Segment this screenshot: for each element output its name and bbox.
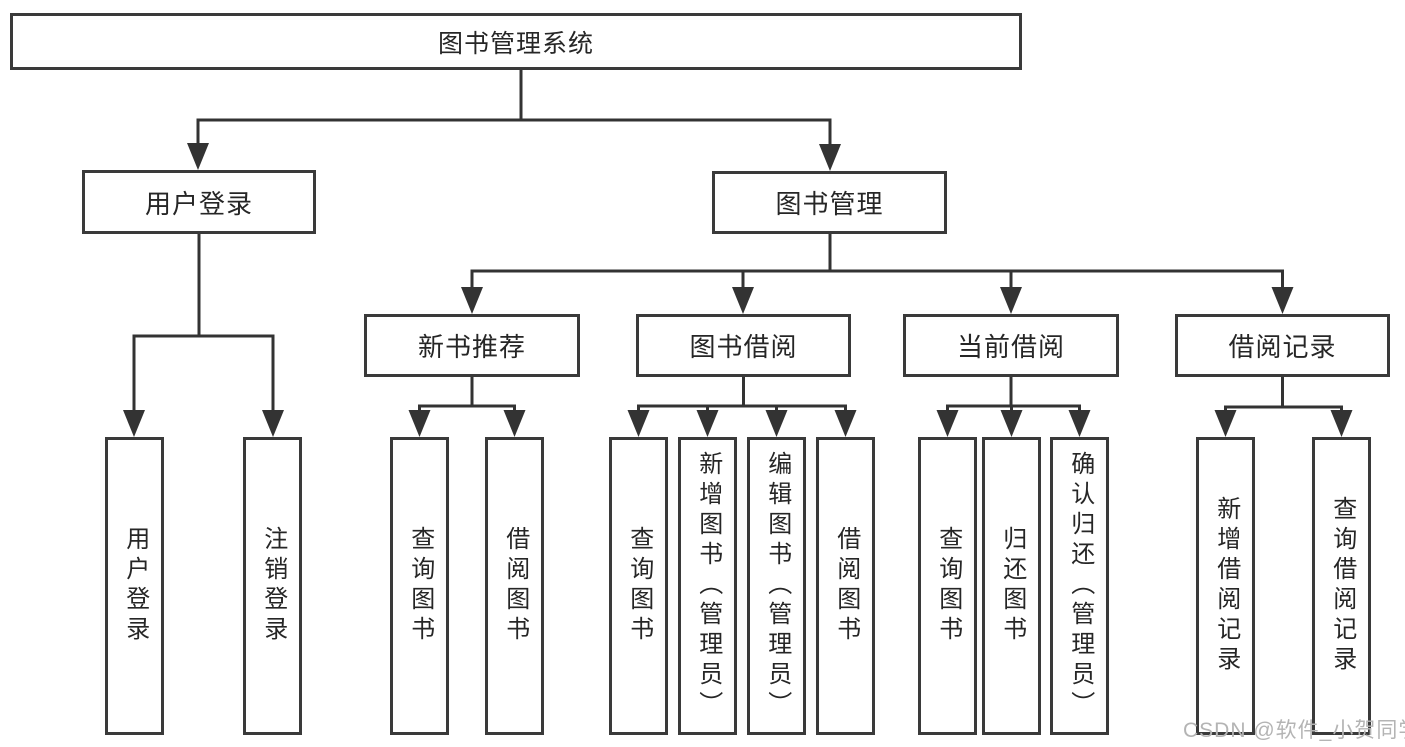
leaf-edit-books-admin-label: 编辑图书（管理员） (763, 451, 791, 721)
leaf-query-books-current: 查询图书 (918, 437, 977, 735)
watermark: CSDN @软件_小贺同学 (1183, 719, 1405, 742)
leaf-query-borrow-record: 查询借阅记录 (1312, 437, 1371, 735)
leaf-return-books: 归还图书 (982, 437, 1041, 735)
leaf-borrow-books-label: 借阅图书 (832, 526, 860, 646)
node-borrow-records-label: 借阅记录 (1228, 332, 1337, 362)
leaf-query-books-borrow-label: 查询图书 (625, 526, 653, 646)
connector-borrow-records-to-leaves (1214, 377, 1353, 437)
connector-root-to-level1 (187, 68, 841, 171)
leaf-logout-label: 注销登录 (259, 526, 287, 646)
leaf-add-books-admin-label: 新增图书（管理员） (694, 451, 722, 721)
connector-new-book-to-leaves (408, 377, 526, 437)
leaf-add-borrow-record: 新增借阅记录 (1196, 437, 1255, 735)
node-book-borrow-label: 图书借阅 (689, 332, 798, 362)
node-new-book-recommend-label: 新书推荐 (417, 332, 526, 362)
node-user-login: 用户登录 (82, 170, 316, 234)
connector-book-mgmt-to-level2 (461, 234, 1294, 314)
connector-book-borrow-to-leaves (627, 377, 857, 437)
connector-user-login-to-leaves (123, 234, 284, 437)
connector-current-borrow-to-leaves (936, 377, 1091, 437)
node-book-management: 图书管理 (712, 171, 947, 234)
leaf-query-books-borrow: 查询图书 (609, 437, 668, 735)
leaf-add-books-admin: 新增图书（管理员） (678, 437, 737, 735)
node-user-login-label: 用户登录 (144, 188, 253, 219)
leaf-query-books-recommend-label: 查询图书 (406, 526, 434, 646)
node-book-management-label: 图书管理 (775, 189, 884, 219)
node-current-borrow: 当前借阅 (903, 314, 1119, 377)
leaf-confirm-return-admin: 确认归还（管理员） (1050, 437, 1109, 735)
leaf-edit-books-admin: 编辑图书（管理员） (747, 437, 806, 735)
leaf-borrow-books: 借阅图书 (816, 437, 875, 735)
node-borrow-records: 借阅记录 (1175, 314, 1390, 377)
leaf-confirm-return-admin-label: 确认归还（管理员） (1066, 451, 1094, 721)
leaf-borrow-books-recommend: 借阅图书 (485, 437, 544, 735)
leaf-borrow-books-recommend-label: 借阅图书 (501, 526, 529, 646)
leaf-query-books-recommend: 查询图书 (390, 437, 449, 735)
leaf-user-login-label: 用户登录 (121, 526, 149, 646)
node-book-borrow: 图书借阅 (636, 314, 851, 377)
leaf-query-borrow-record-label: 查询借阅记录 (1328, 496, 1356, 676)
leaf-add-borrow-record-label: 新增借阅记录 (1212, 496, 1240, 676)
node-library-system: 图书管理系统 (10, 13, 1022, 70)
leaf-logout: 注销登录 (243, 437, 302, 735)
node-new-book-recommend: 新书推荐 (364, 314, 580, 377)
node-library-system-label: 图书管理系统 (437, 29, 594, 58)
node-current-borrow-label: 当前借阅 (956, 332, 1065, 362)
leaf-user-login: 用户登录 (105, 437, 164, 735)
leaf-query-books-current-label: 查询图书 (934, 526, 962, 646)
leaf-return-books-label: 归还图书 (998, 526, 1026, 646)
